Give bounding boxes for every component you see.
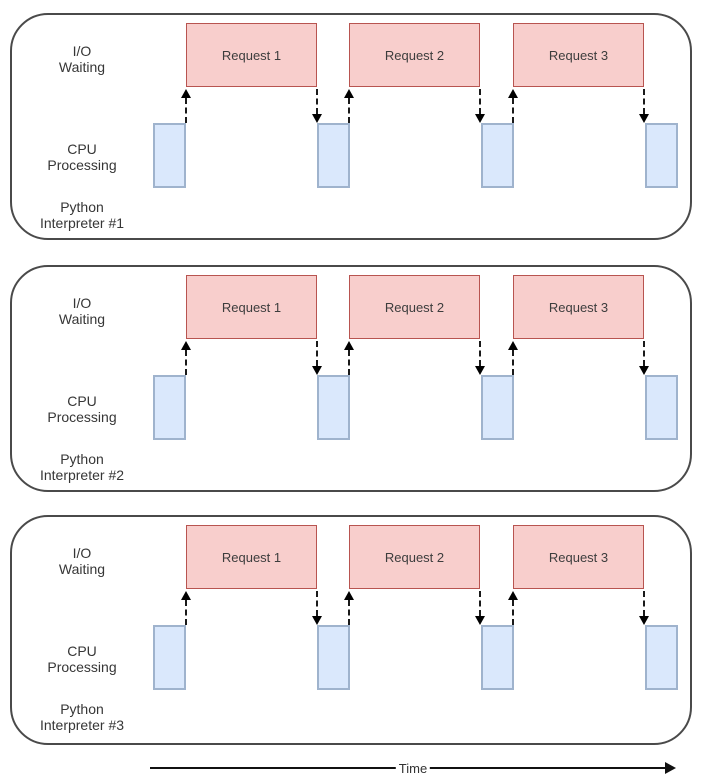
cpu-box [481,123,514,188]
arrowhead-up-icon [344,89,354,98]
cpu-box [645,625,678,690]
interpreter-panel-3: I/O Waiting CPU Processing Python Interp… [10,515,692,745]
arrow-up-icon [180,591,192,625]
dashed-line [316,89,318,114]
request-box: Request 2 [349,525,480,589]
arrow-down-icon [638,89,650,123]
arrow-up-icon [507,341,519,375]
cpu-box [317,375,350,440]
arrow-down-icon [474,591,486,625]
dashed-line [348,98,350,123]
arrowhead-down-icon [639,114,649,123]
dashed-line [643,591,645,616]
dashed-line [512,98,514,123]
cpu-processing-label: CPU Processing [47,643,117,675]
arrow-down-icon [311,341,323,375]
cpu-box [153,625,186,690]
arrowhead-down-icon [312,616,322,625]
cpu-box [481,625,514,690]
arrowhead-up-icon [181,341,191,350]
cpu-box [317,123,350,188]
arrow-up-icon [343,89,355,123]
arrowhead-down-icon [312,114,322,123]
arrowhead-up-icon [508,89,518,98]
cpu-box [481,375,514,440]
dashed-line [185,600,187,625]
arrow-up-icon [180,89,192,123]
request-box: Request 1 [186,23,317,87]
time-axis: Time [150,760,676,776]
interpreter-label: Python Interpreter #1 [39,199,125,231]
interpreter-panel-2: I/O Waiting CPU Processing Python Interp… [10,265,692,492]
time-axis-label: Time [395,761,431,776]
arrow-up-icon [180,341,192,375]
dashed-line [479,89,481,114]
io-waiting-label: I/O Waiting [58,295,106,327]
dashed-line [479,341,481,366]
arrowhead-down-icon [639,616,649,625]
io-waiting-label: I/O Waiting [58,545,106,577]
dashed-line [348,350,350,375]
request-box: Request 3 [513,23,644,87]
arrowhead-down-icon [639,366,649,375]
arrowhead-up-icon [181,591,191,600]
arrowhead-down-icon [475,616,485,625]
cpu-box [153,123,186,188]
dashed-line [316,341,318,366]
cpu-box [317,625,350,690]
arrow-up-icon [343,341,355,375]
arrow-down-icon [638,591,650,625]
arrowhead-up-icon [344,591,354,600]
arrow-up-icon [343,591,355,625]
arrowhead-down-icon [475,114,485,123]
dashed-line [643,341,645,366]
dashed-line [348,600,350,625]
arrowhead-down-icon [312,366,322,375]
interpreter-label: Python Interpreter #3 [39,701,125,733]
dashed-line [512,350,514,375]
arrowhead-up-icon [508,591,518,600]
dashed-line [316,591,318,616]
dashed-line [479,591,481,616]
cpu-box [645,375,678,440]
arrowhead-up-icon [181,89,191,98]
request-box: Request 2 [349,275,480,339]
interpreter-label: Python Interpreter #2 [39,451,125,483]
request-box: Request 3 [513,525,644,589]
arrow-down-icon [311,591,323,625]
arrowhead-up-icon [508,341,518,350]
cpu-box [153,375,186,440]
interpreter-panel-1: I/O Waiting CPU Processing Python Interp… [10,13,692,240]
cpu-processing-label: CPU Processing [47,393,117,425]
dashed-line [185,350,187,375]
arrow-up-icon [507,89,519,123]
arrow-down-icon [638,341,650,375]
dashed-line [185,98,187,123]
request-box: Request 3 [513,275,644,339]
request-box: Request 1 [186,525,317,589]
request-box: Request 2 [349,23,480,87]
arrow-down-icon [474,341,486,375]
arrow-up-icon [507,591,519,625]
arrow-down-icon [311,89,323,123]
time-axis-arrowhead-icon [665,762,676,774]
arrowhead-down-icon [475,366,485,375]
dashed-line [643,89,645,114]
arrowhead-up-icon [344,341,354,350]
arrow-down-icon [474,89,486,123]
request-box: Request 1 [186,275,317,339]
cpu-processing-label: CPU Processing [47,141,117,173]
io-waiting-label: I/O Waiting [58,43,106,75]
dashed-line [512,600,514,625]
cpu-box [645,123,678,188]
